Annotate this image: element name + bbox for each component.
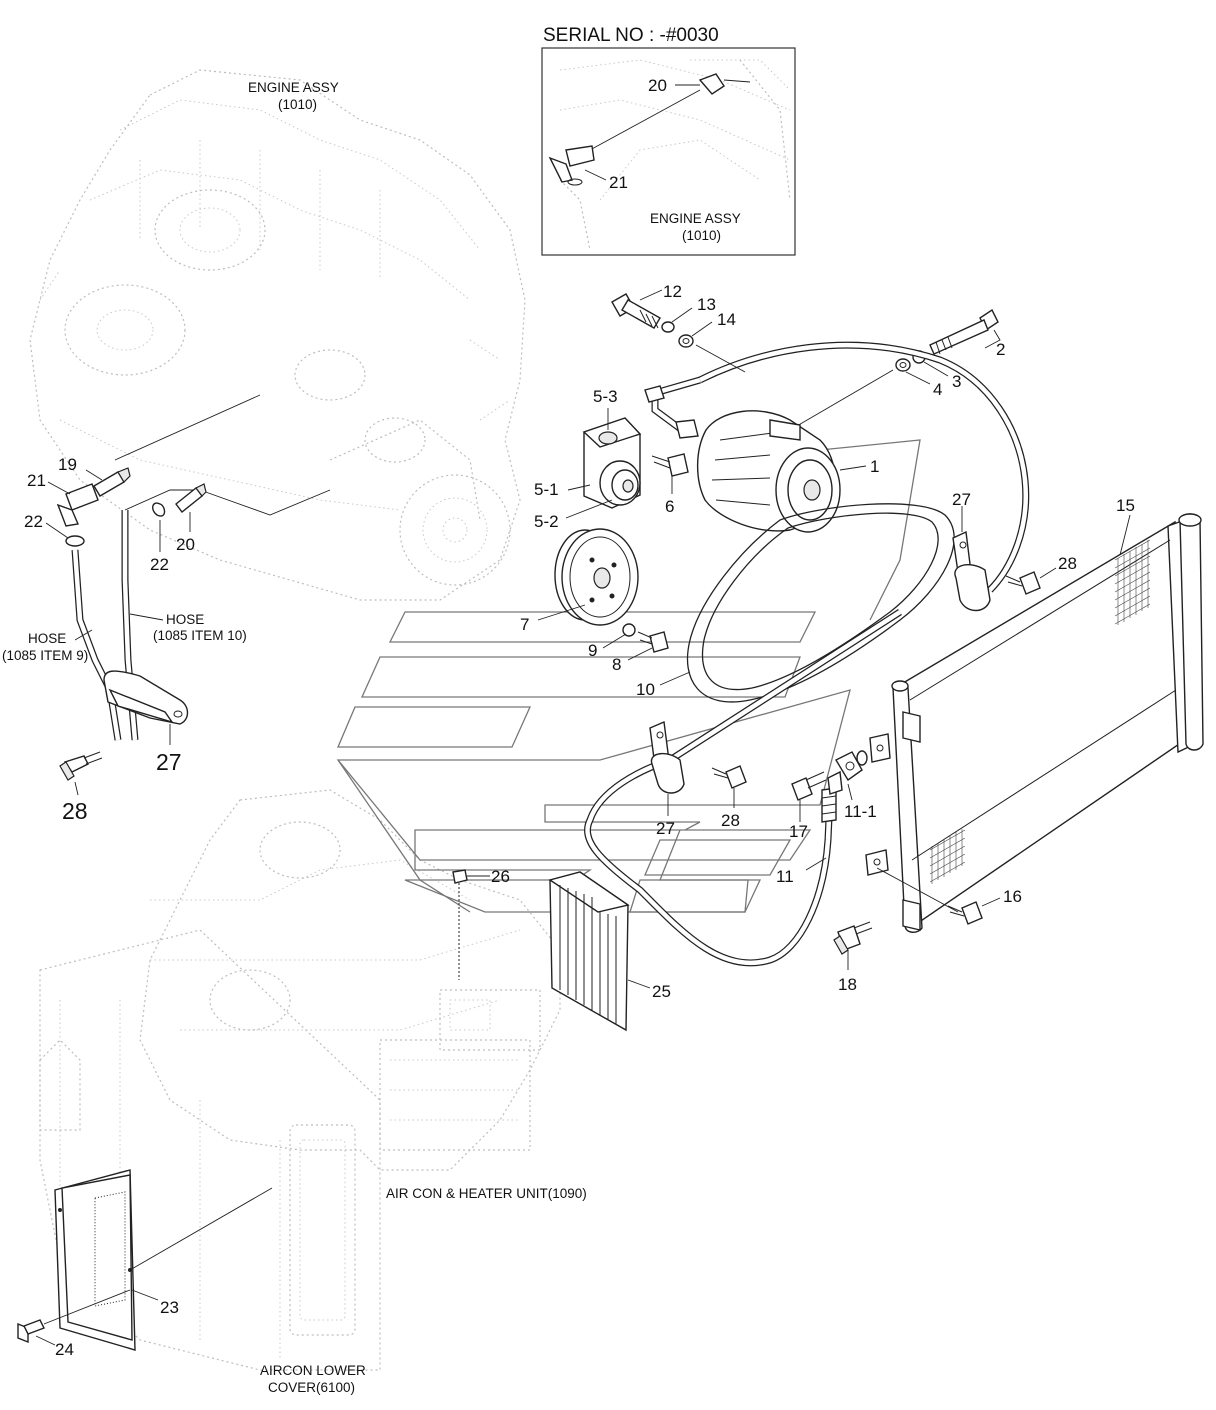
- callout-12: 12: [663, 282, 682, 301]
- aircon-lower-cover-outline: [39, 929, 381, 1371]
- part-4-washer: [895, 358, 911, 372]
- condenser-brackets: [856, 711, 959, 931]
- callout-20-inset: 20: [648, 76, 667, 95]
- inset-part-21: [565, 145, 595, 167]
- part-2-bolt: [929, 308, 1001, 355]
- condenser-mesh-bottom: [929, 829, 966, 884]
- part-28-bolt-left: [59, 751, 103, 796]
- part-13-lock-washer: [661, 321, 675, 333]
- engine-assy-ref: (1010): [278, 97, 317, 112]
- condenser-mesh-top: [1114, 539, 1151, 625]
- part-22-clamp-left: [65, 535, 85, 547]
- callout-3: 3: [952, 372, 961, 391]
- part-19-fitting: [85, 467, 131, 497]
- part-25-filter: [548, 871, 651, 1032]
- hose-item9-ref: (1085 ITEM 9): [2, 648, 88, 663]
- callout-21: 21: [27, 471, 46, 490]
- callout-5-2: 5-2: [534, 512, 559, 531]
- lower-cover-ref: COVER(6100): [268, 1380, 355, 1395]
- inset-part-20: [698, 73, 725, 95]
- callout-24: 24: [55, 1340, 74, 1359]
- part-22-clamp-right: [152, 502, 166, 517]
- serial-inset: SERIAL NO : -#0030 20 21 ENGINE ASSY (10…: [541, 25, 796, 256]
- part-17-bolt: [791, 771, 827, 822]
- lower-cover-label: AIRCON LOWER: [260, 1363, 366, 1378]
- part-26-screw: [452, 869, 490, 980]
- callout-2: 2: [996, 340, 1005, 359]
- inset-engine-assy-label: ENGINE ASSY: [650, 211, 741, 226]
- part-27-clamp-mid: [649, 720, 685, 816]
- part-11-hose: [583, 609, 902, 967]
- callout-14: 14: [717, 310, 736, 329]
- callout-21-inset: 21: [609, 173, 628, 192]
- part-11-1-fitting: [827, 751, 863, 801]
- part-24-wing-bolt: [17, 1289, 131, 1346]
- part-21-drain-valve: [47, 481, 99, 527]
- part-27-clamp-top: [952, 506, 991, 612]
- part-28-bolt-right: [1005, 567, 1057, 595]
- callout-8: 8: [612, 655, 621, 674]
- part-15-condenser: [891, 513, 1204, 933]
- hose-item9-label: HOSE: [28, 631, 66, 646]
- part-1-compressor: [696, 410, 867, 533]
- callout-18: 18: [838, 975, 857, 994]
- part-14-washer: [678, 334, 694, 348]
- callout-13: 13: [697, 295, 716, 314]
- callout-22-right: 22: [150, 555, 169, 574]
- part-7-pulley: [537, 528, 639, 626]
- callout-17: 17: [789, 822, 808, 841]
- callout-11: 11: [776, 867, 794, 886]
- callout-16: 16: [1003, 887, 1022, 906]
- callout-20: 20: [176, 535, 195, 554]
- callout-5-1: 5-1: [534, 480, 559, 499]
- part-20-fitting: [175, 483, 207, 532]
- callout-7: 7: [520, 615, 529, 634]
- part-6-bolt: [651, 453, 689, 494]
- part-9-washer: [622, 623, 636, 637]
- callout-28-left: 28: [62, 798, 88, 824]
- callout-28-right: 28: [1058, 554, 1077, 573]
- hose-item10-ref: (1085 ITEM 10): [153, 628, 247, 643]
- part-27-clamp-left: [103, 670, 189, 745]
- part-8-bolt: [627, 631, 669, 661]
- hose-item10-label: HOSE: [166, 612, 204, 627]
- callout-22-left: 22: [24, 512, 43, 531]
- callout-27-top: 27: [952, 490, 971, 509]
- aircon-heater-unit-outline: [139, 789, 561, 1171]
- serial-note: SERIAL NO : -#0030: [543, 25, 719, 46]
- aircon-heater-unit-label: AIR CON & HEATER UNIT(1090): [386, 1186, 587, 1201]
- callout-26: 26: [491, 867, 510, 886]
- part-10-v-belt: [659, 503, 955, 703]
- callout-6: 6: [665, 497, 674, 516]
- part-28-bolt-mid: [711, 765, 747, 808]
- part-18-bolt: [833, 921, 873, 970]
- part-5-idler-assembly: [565, 408, 642, 519]
- part-23-lower-cover: [54, 1169, 273, 1351]
- refrigerant-pipe-top: [644, 341, 1030, 593]
- callout-23: 23: [160, 1298, 179, 1317]
- callout-5-3: 5-3: [593, 387, 618, 406]
- engine-assy-outline: [29, 69, 526, 601]
- callout-11-1: 11-1: [844, 802, 877, 821]
- callout-4: 4: [933, 380, 942, 399]
- callout-27-mid: 27: [656, 819, 675, 838]
- callout-28-mid: 28: [721, 811, 740, 830]
- callout-15: 15: [1116, 496, 1135, 515]
- callout-19: 19: [58, 455, 77, 474]
- inset-engine-assy-ref: (1010): [682, 228, 721, 243]
- callout-10: 10: [636, 680, 655, 699]
- part-12-bolt: [611, 289, 663, 329]
- callout-25: 25: [652, 982, 671, 1001]
- engine-assy-label: ENGINE ASSY: [248, 80, 339, 95]
- callout-27-left: 27: [156, 749, 182, 775]
- part-16-bolt: [947, 897, 1001, 925]
- callout-9: 9: [588, 641, 597, 660]
- callout-1: 1: [870, 457, 879, 476]
